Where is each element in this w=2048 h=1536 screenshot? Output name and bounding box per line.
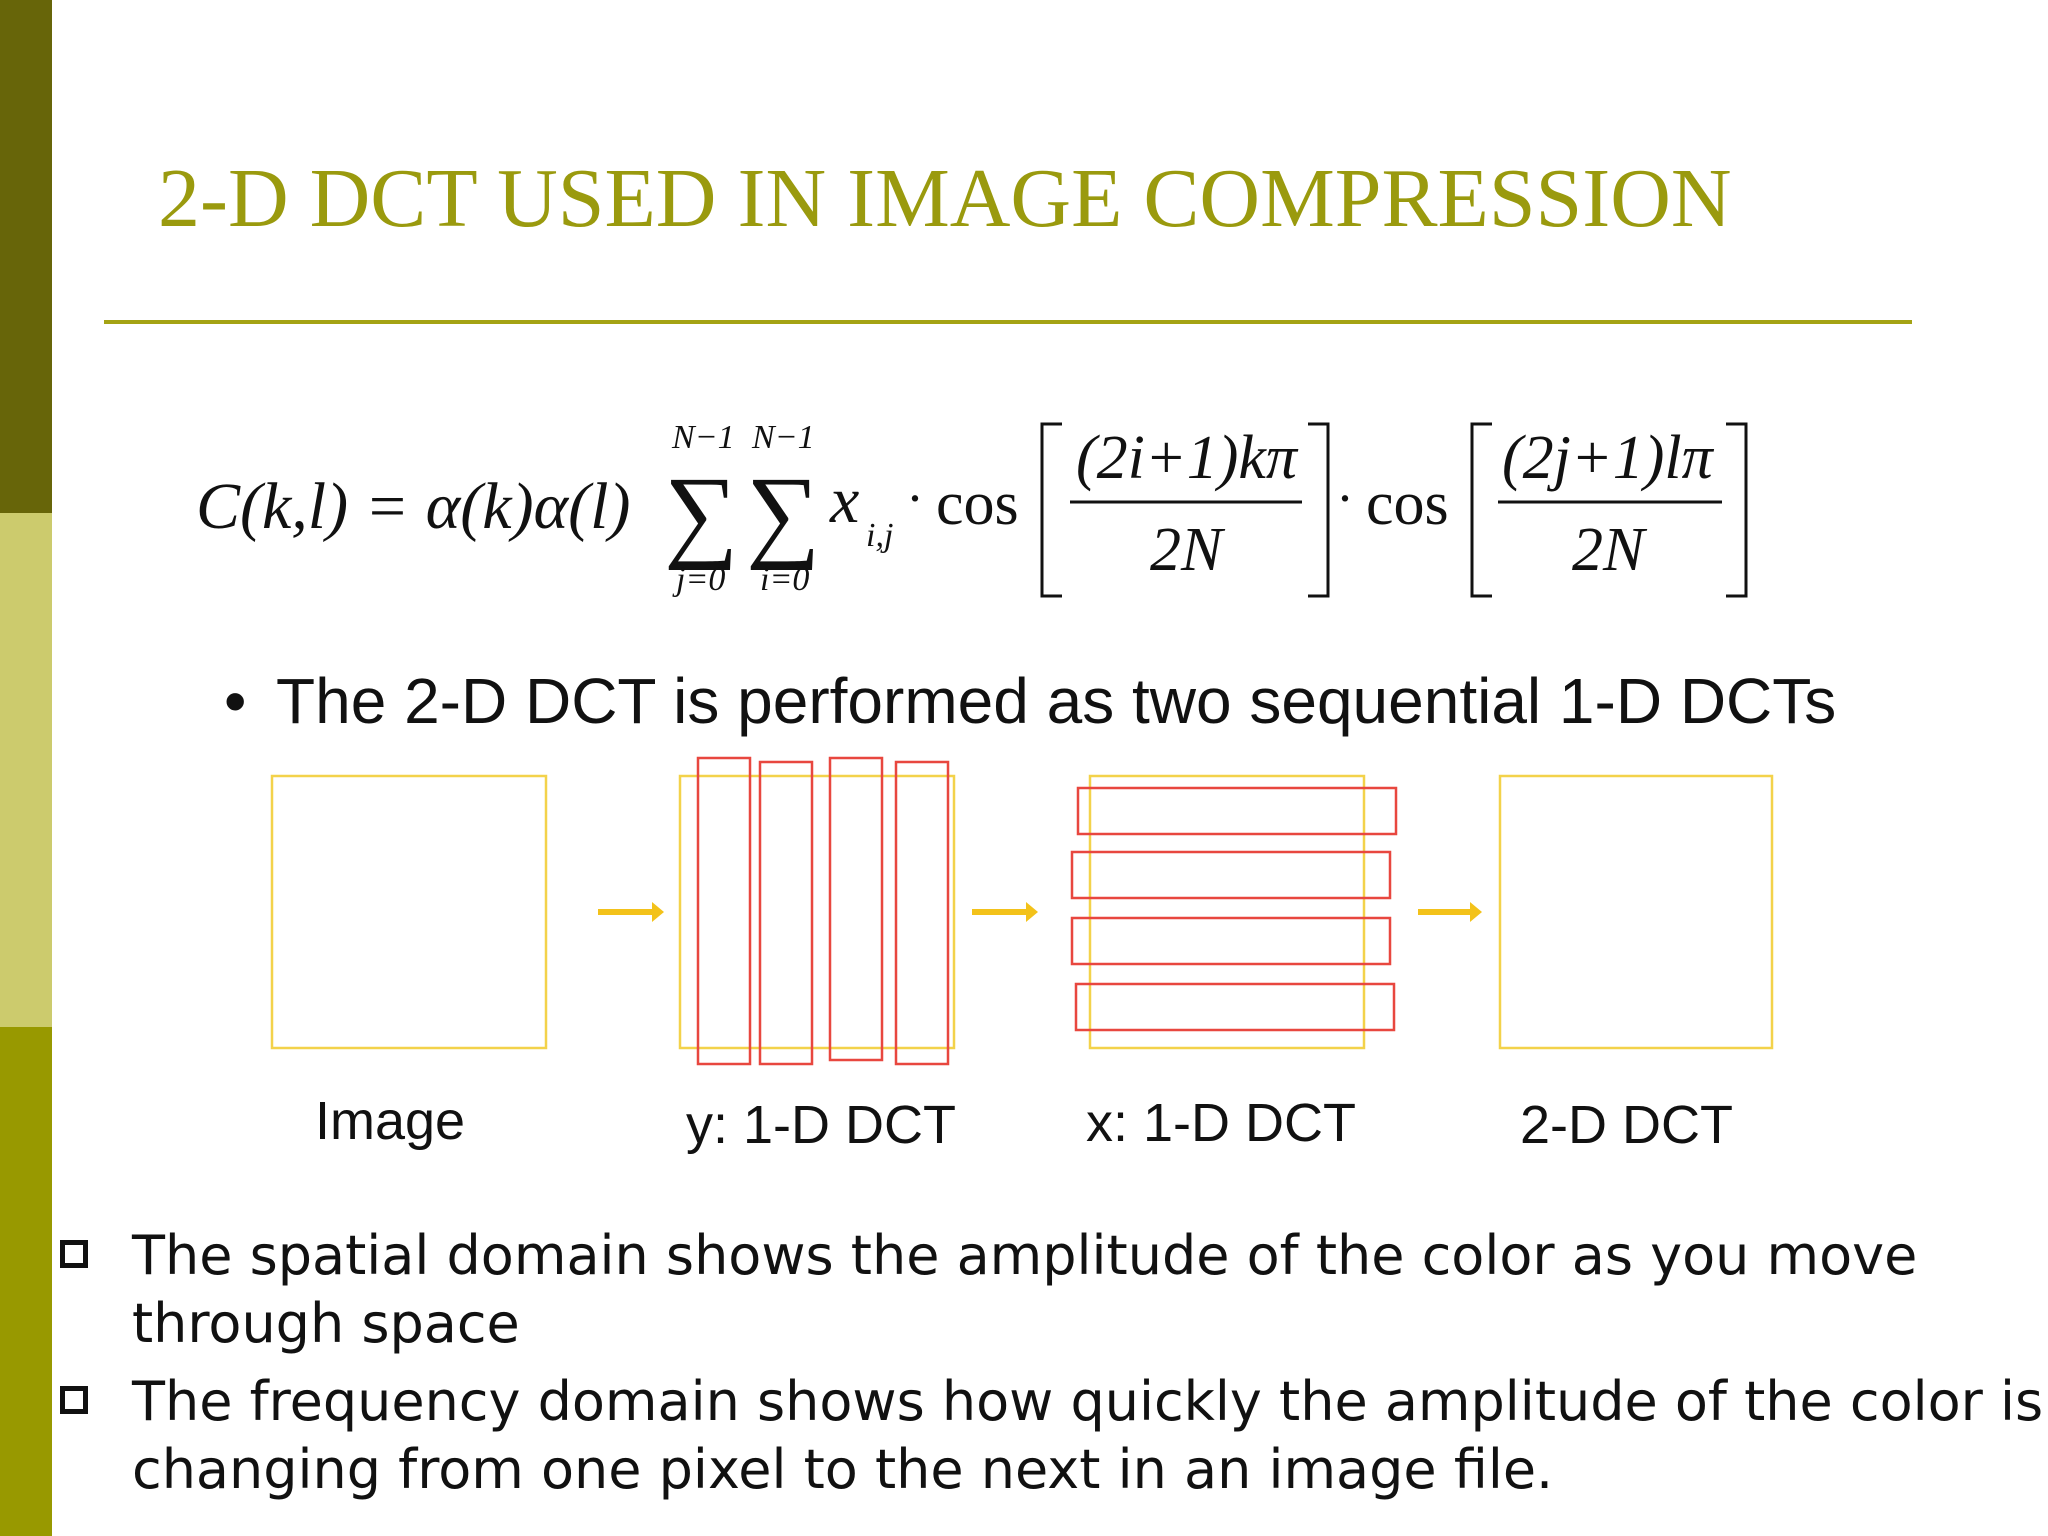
formula-dot-1: · (906, 468, 924, 528)
right-arrow-icon (598, 902, 664, 922)
slide-title: 2-D DCT USED IN IMAGE COMPRESSION (158, 152, 1732, 245)
formula-cos-2: cos (1366, 470, 1449, 538)
formula-denominator-1: 2N (1150, 516, 1226, 584)
horizontal-strip (1074, 982, 1396, 1032)
bullet-dot-icon: • (224, 665, 247, 737)
sidebar-segment-middle (0, 513, 52, 1027)
formula-dot-2: · (1336, 468, 1354, 528)
note-item: The frequency domain shows how quickly t… (56, 1368, 2046, 1504)
formula-sum-upper-j: N−1 (671, 420, 735, 456)
caption-y-dct: y: 1-D DCT (686, 1095, 956, 1155)
formula-denominator-2: 2N (1572, 516, 1648, 584)
notes-list: The spatial domain shows the amplitude o… (56, 1222, 2046, 1514)
formula-lhs: C(k,l) = α(k)α(l) (196, 470, 630, 543)
vertical-strip (828, 756, 884, 1062)
formula-numerator-2: (2j+1)lπ (1502, 424, 1715, 492)
dct-2d-square (1498, 774, 1774, 1050)
bullet-text: The 2-D DCT is performed as two sequenti… (276, 665, 1837, 737)
formula-term: x (829, 464, 859, 537)
bracket-right-2 (1726, 422, 1748, 598)
horizontal-strip (1070, 916, 1392, 966)
horizontal-strip (1070, 850, 1392, 900)
formula-sum-lower-j: j=0 (672, 561, 725, 598)
note-text: The spatial domain shows the amplitude o… (132, 1224, 1918, 1355)
vertical-strip (894, 760, 950, 1066)
horizontal-strips-square (1088, 774, 1366, 1050)
formula-sum-symbol-j: ∑ (664, 456, 738, 571)
square-bullet-icon (60, 1386, 88, 1414)
note-text: The frequency domain shows how quickly t… (132, 1370, 2044, 1501)
bracket-right-1 (1308, 422, 1330, 598)
formula-numerator-1: (2i+1)kπ (1076, 424, 1299, 492)
right-arrow-icon (1418, 902, 1482, 922)
vertical-strips-square (678, 774, 956, 1050)
formula-cos-1: cos (936, 470, 1019, 538)
bracket-left-2 (1470, 422, 1492, 598)
horizontal-strip (1076, 786, 1398, 836)
square-bullet-icon (60, 1240, 88, 1268)
bracket-left-1 (1040, 422, 1062, 598)
sidebar-segment-bottom (0, 1027, 52, 1536)
image-square (270, 774, 548, 1050)
main-bullet: • The 2-D DCT is performed as two sequent… (224, 664, 1836, 738)
title-underline (104, 320, 1912, 324)
formula-sum-symbol-i: ∑ (746, 456, 820, 571)
vertical-strip (696, 756, 752, 1066)
caption-x-dct: x: 1-D DCT (1086, 1093, 1356, 1153)
vertical-strip (758, 760, 814, 1066)
formula-term-subscript: i,j (866, 517, 893, 554)
right-arrow-icon (972, 902, 1038, 922)
caption-image: Image (315, 1091, 466, 1151)
dct-diagram (0, 750, 2048, 1170)
formula-sum-upper-i: N−1 (751, 420, 815, 456)
sidebar-segment-top (0, 0, 52, 513)
caption-2d-dct: 2-D DCT (1520, 1095, 1733, 1155)
formula-sum-lower-i: i=0 (760, 561, 809, 598)
dct-formula: C(k,l) = α(k)α(l) N−1 ∑ j=0 N−1 ∑ i=0 x … (190, 419, 1850, 600)
note-item: The spatial domain shows the amplitude o… (56, 1222, 2046, 1358)
